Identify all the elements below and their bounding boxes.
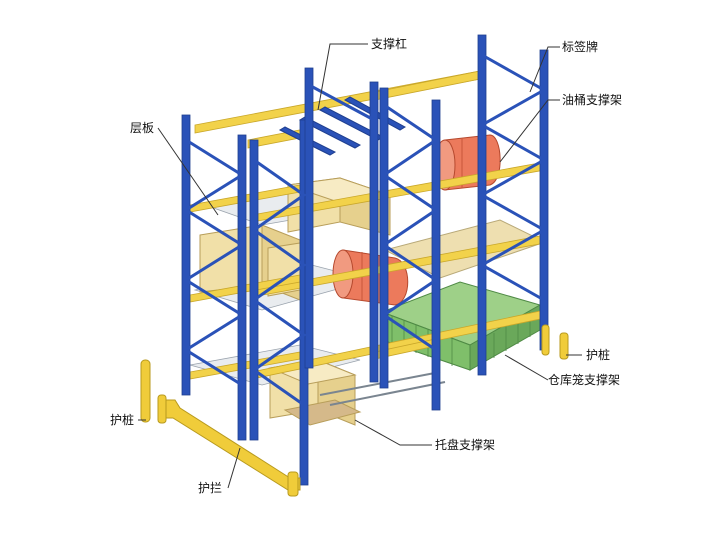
label-shelf-board: 层板 [130,121,154,135]
guard-equipment [140,324,569,497]
guard-post-left [140,359,151,423]
guard-rail [161,399,301,491]
label-barrel-support: 油桶支撑架 [562,92,622,107]
leader-lines [138,43,582,489]
label-guard-post-right: 护桩 [586,347,610,362]
frame-bracing [183,53,548,407]
label-support-bar: 支撑杠 [371,36,407,51]
uprights [181,34,549,486]
label-guard-post-left: 护桩 [110,412,134,427]
guard-post-right [559,332,569,360]
label-cage-support: 仓库笼支撑架 [548,372,620,387]
label-sign-plate: 标签牌 [562,39,598,54]
label-pallet-support: 托盘支撑架 [435,437,495,452]
label-guard-rail: 护拦 [198,481,222,495]
